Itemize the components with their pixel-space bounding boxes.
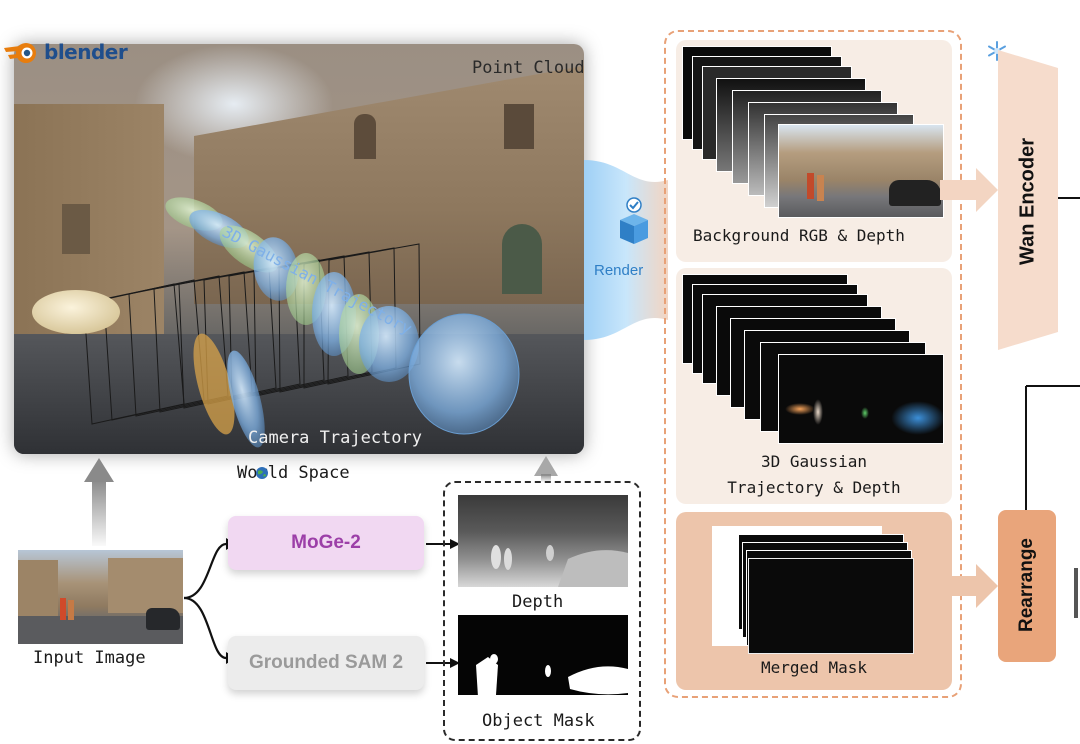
input-image <box>18 550 183 644</box>
rgb-frame-person <box>817 175 824 201</box>
outputs-to-scene-arrow <box>541 474 551 482</box>
rearrange-block: Rearrange <box>998 510 1056 662</box>
world-space-label-group: World Space <box>237 461 350 485</box>
world-space-scene <box>14 44 584 454</box>
world-space-label: World Space <box>237 463 350 483</box>
scene-window <box>354 114 376 159</box>
input-image-person <box>68 600 74 620</box>
merged-mask-section: Merged Mask <box>676 512 952 690</box>
outputs-to-scene-arrowhead <box>534 456 558 476</box>
blender-logo-icon <box>4 43 36 63</box>
input-image-building <box>108 558 183 613</box>
gaussian-blob <box>861 407 869 419</box>
gaussian-trajectory <box>32 197 520 448</box>
rgb-frame <box>778 124 944 218</box>
scene-window <box>62 204 90 254</box>
camera-trajectory-label: Camera Trajectory <box>248 428 422 448</box>
blender-logo-text: blender <box>44 40 128 64</box>
rearrange-label: Rearrange <box>1016 538 1037 632</box>
scene-door <box>502 224 542 294</box>
merged-mask-caption: Merged Mask <box>761 658 867 677</box>
trajectory-overlay <box>32 197 520 448</box>
object-mask-image <box>458 615 628 707</box>
moge-2-model-box: MoGe-2 <box>228 516 424 570</box>
rgb-frame-car <box>889 180 941 206</box>
model-outputs-group <box>443 481 641 741</box>
object-mask-caption: Object Mask <box>482 711 595 731</box>
gaussian-trajectory-depth-section: 3D Gaussian Trajectory & Depth <box>676 268 952 504</box>
input-image-car <box>146 608 180 630</box>
input-to-scene-arrow <box>92 480 106 546</box>
gaussian-blob <box>891 401 943 435</box>
background-rgb-depth-section: Background RGB & Depth <box>676 40 952 262</box>
input-image-caption: Input Image <box>33 648 146 668</box>
render-label: Render <box>594 262 644 279</box>
background-rgb-depth-caption: Background RGB & Depth <box>693 226 905 245</box>
mask-to-rearrange-arrow <box>940 564 998 608</box>
gaussian-frame-front <box>778 354 944 444</box>
render-connector <box>584 160 668 340</box>
gaussian-blob <box>785 403 815 415</box>
world-globe-icon <box>256 467 268 479</box>
rgb-frame-person <box>807 173 814 199</box>
gaussian-caption-line2: Trajectory & Depth <box>727 478 901 497</box>
scene-window <box>504 104 534 149</box>
blender-logo: blender <box>2 36 142 70</box>
render-outputs-panel <box>664 30 962 698</box>
wan-encoder-block: Wan Encoder <box>998 50 1058 350</box>
input-image-person <box>60 598 66 620</box>
bg-to-encoder-arrow <box>940 168 998 212</box>
point-cloud-label: Point Cloud <box>472 58 585 78</box>
object-mask-shapes <box>458 654 628 707</box>
input-to-scene-arrowhead <box>84 458 114 482</box>
edge-mark <box>1074 568 1078 618</box>
input-image-building <box>18 560 58 620</box>
gaussian-blob <box>813 399 823 425</box>
grounded-sam-2-model-box: Grounded SAM 2 <box>228 636 424 690</box>
gaussian-caption-line1: 3D Gaussian <box>761 452 867 471</box>
depth-map-image <box>458 495 628 587</box>
mask-frame-front <box>748 558 914 654</box>
render-cube-icon <box>620 197 648 244</box>
depth-map-figures <box>491 545 628 587</box>
right-flow-lines <box>1025 197 1080 510</box>
depth-caption: Depth <box>512 592 564 612</box>
